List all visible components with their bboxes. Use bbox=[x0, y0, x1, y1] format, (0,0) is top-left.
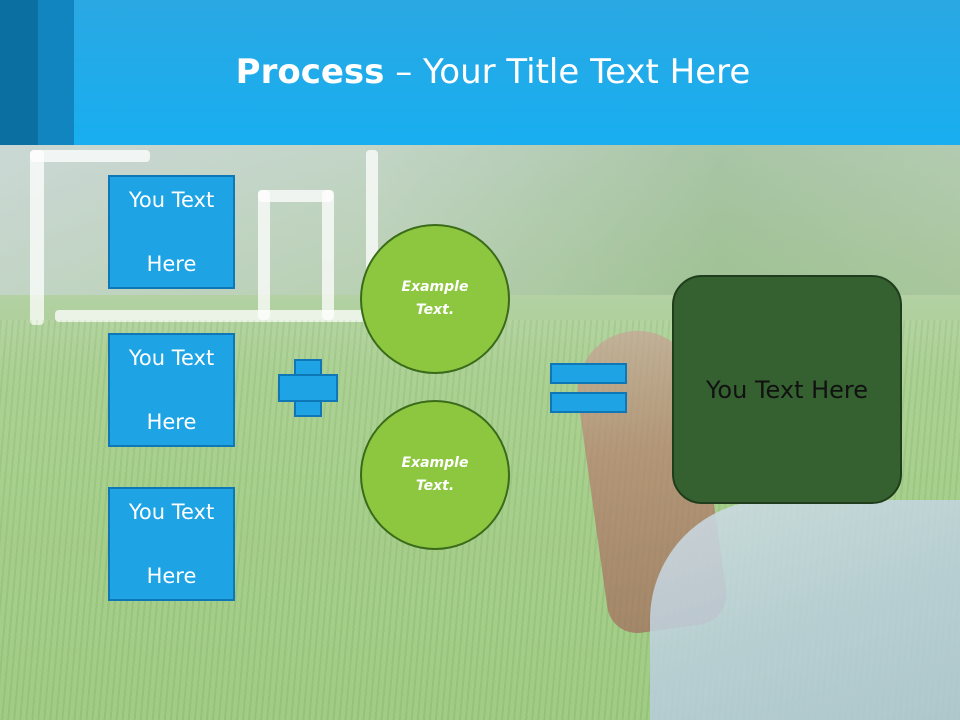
header-accent-bar bbox=[38, 0, 74, 145]
title-bold: Process bbox=[235, 52, 385, 92]
result-box: You Text Here bbox=[672, 275, 902, 504]
field-marking bbox=[322, 190, 334, 320]
box-text-line: Here bbox=[146, 564, 197, 588]
box-text-line: You Text bbox=[128, 188, 215, 212]
circle-text-line: Text. bbox=[415, 302, 455, 318]
box-text-line: Here bbox=[146, 252, 197, 276]
slide-title: Process – Your Title Text Here bbox=[0, 52, 960, 92]
header-accent-bar bbox=[0, 0, 38, 145]
field-marking bbox=[30, 150, 44, 325]
plus-center bbox=[296, 376, 320, 400]
box-text-line: You Text bbox=[128, 500, 215, 524]
field-marking bbox=[30, 150, 150, 162]
header-band bbox=[0, 0, 960, 145]
field-marking bbox=[258, 190, 333, 202]
circle-text-line: Text. bbox=[415, 478, 455, 494]
result-label: You Text Here bbox=[705, 375, 869, 404]
field-marking bbox=[258, 190, 270, 320]
box-text-line: Here bbox=[146, 410, 197, 434]
box-text-line: You Text bbox=[128, 346, 215, 370]
circle-text-line: Example bbox=[401, 455, 469, 471]
title-dash: – bbox=[384, 52, 424, 92]
title-rest: Your Title Text Here bbox=[423, 52, 751, 92]
jeans bbox=[650, 500, 960, 720]
equals-bar-bottom bbox=[550, 392, 627, 413]
circle-text-line: Example bbox=[401, 279, 469, 295]
equals-bar-top bbox=[550, 363, 627, 384]
field-marking bbox=[55, 310, 375, 322]
